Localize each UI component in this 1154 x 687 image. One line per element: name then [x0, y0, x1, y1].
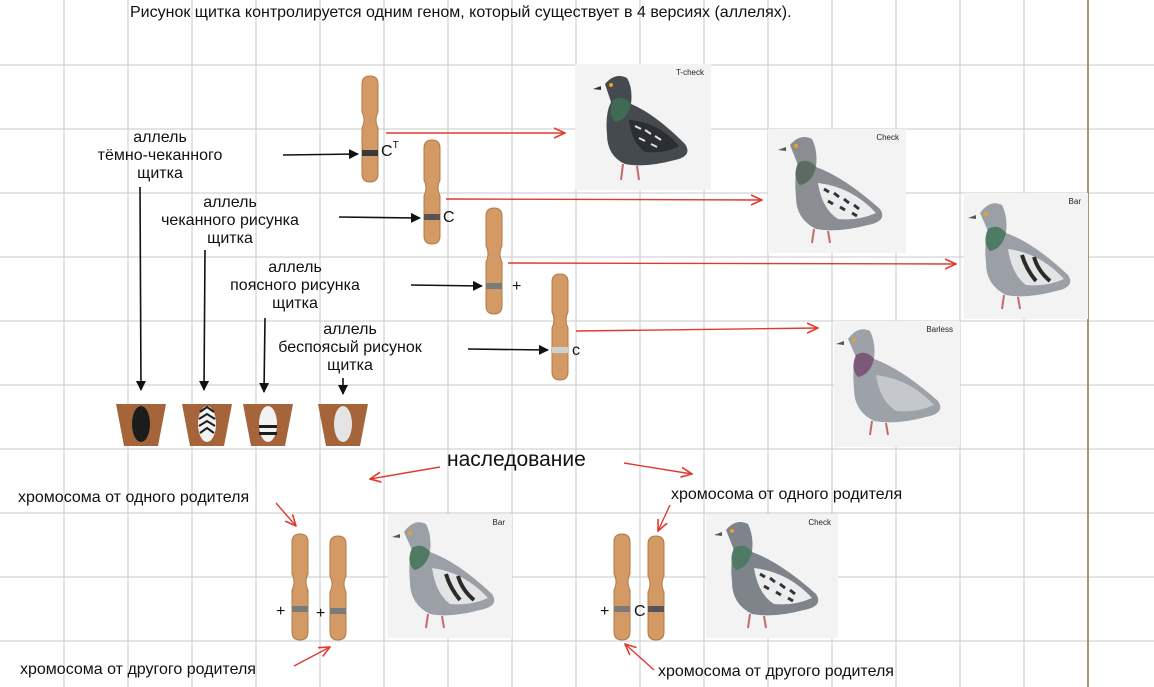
photo-caption-bar: Bar	[1068, 197, 1081, 206]
offspring-left-symbol-1: +	[276, 603, 286, 620]
allele-symbol-plus: +	[512, 278, 522, 295]
pigeon-photo-tcheck: T-check	[575, 64, 711, 190]
other-parent-label-left: хромосома от другого родителя	[20, 661, 256, 678]
offspring-right-symbol-1: +	[600, 603, 610, 620]
photo-caption-tcheck: T-check	[675, 68, 704, 77]
page-title: Рисунок щитка контролируется одним геном…	[130, 4, 792, 21]
photo-caption-offspring-bar: Bar	[492, 518, 505, 527]
pigeon-photo-bar: Bar	[964, 193, 1088, 319]
photo-caption-check: Check	[876, 133, 899, 142]
allele-symbol-c: C	[443, 209, 455, 226]
one-parent-label-left: хромосома от одного родителя	[18, 489, 250, 506]
allele-symbol-ct: CT	[381, 140, 399, 160]
one-parent-label-right: хромосома от одного родителя	[671, 486, 903, 503]
inheritance-label: наследование	[447, 448, 586, 471]
pigeon-photo-offspring-check: Check	[706, 514, 838, 638]
offspring-right-symbol-2: C	[634, 603, 646, 620]
photo-caption-offspring-check: Check	[808, 518, 831, 527]
offspring-left-symbol-2: +	[316, 605, 326, 622]
photo-caption-barless: Barless	[926, 325, 953, 334]
allele-symbol-small-c: c	[572, 342, 580, 359]
pigeon-photo-offspring-bar: Bar	[388, 514, 512, 638]
pigeon-photo-check: Check	[768, 129, 906, 253]
pigeon-photo-barless: Barless	[834, 321, 960, 447]
other-parent-label-right: хромосома от другого родителя	[658, 663, 894, 680]
